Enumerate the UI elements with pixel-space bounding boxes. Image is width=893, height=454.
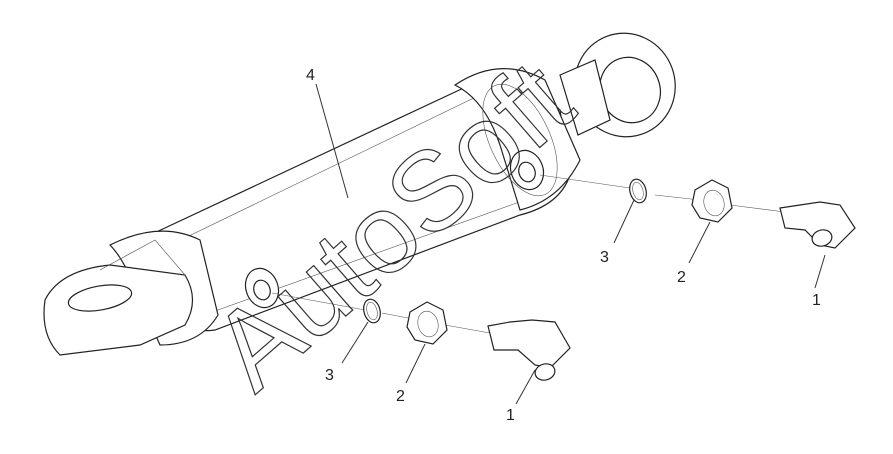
right-port-assembly (539, 174, 856, 249)
angle-fitting-left (487, 319, 571, 369)
leader-lines (315, 83, 826, 405)
callout-fitting-left: 1 (506, 407, 515, 424)
angle-fitting-right (779, 201, 856, 249)
callout-nut-left: 2 (396, 388, 405, 405)
callout-nut-right: 2 (677, 269, 686, 286)
callout-ring-right: 3 (600, 249, 609, 266)
callout-fitting-right: 1 (812, 292, 821, 309)
cylinder-body (43, 32, 676, 356)
o-ring-left (363, 298, 381, 324)
callout-ring-left: 3 (325, 367, 334, 384)
left-port-assembly (271, 292, 571, 381)
hex-nut-right (691, 179, 733, 223)
callout-body: 4 (306, 67, 315, 84)
hex-nut-left (406, 301, 448, 345)
o-ring-right (629, 178, 647, 204)
